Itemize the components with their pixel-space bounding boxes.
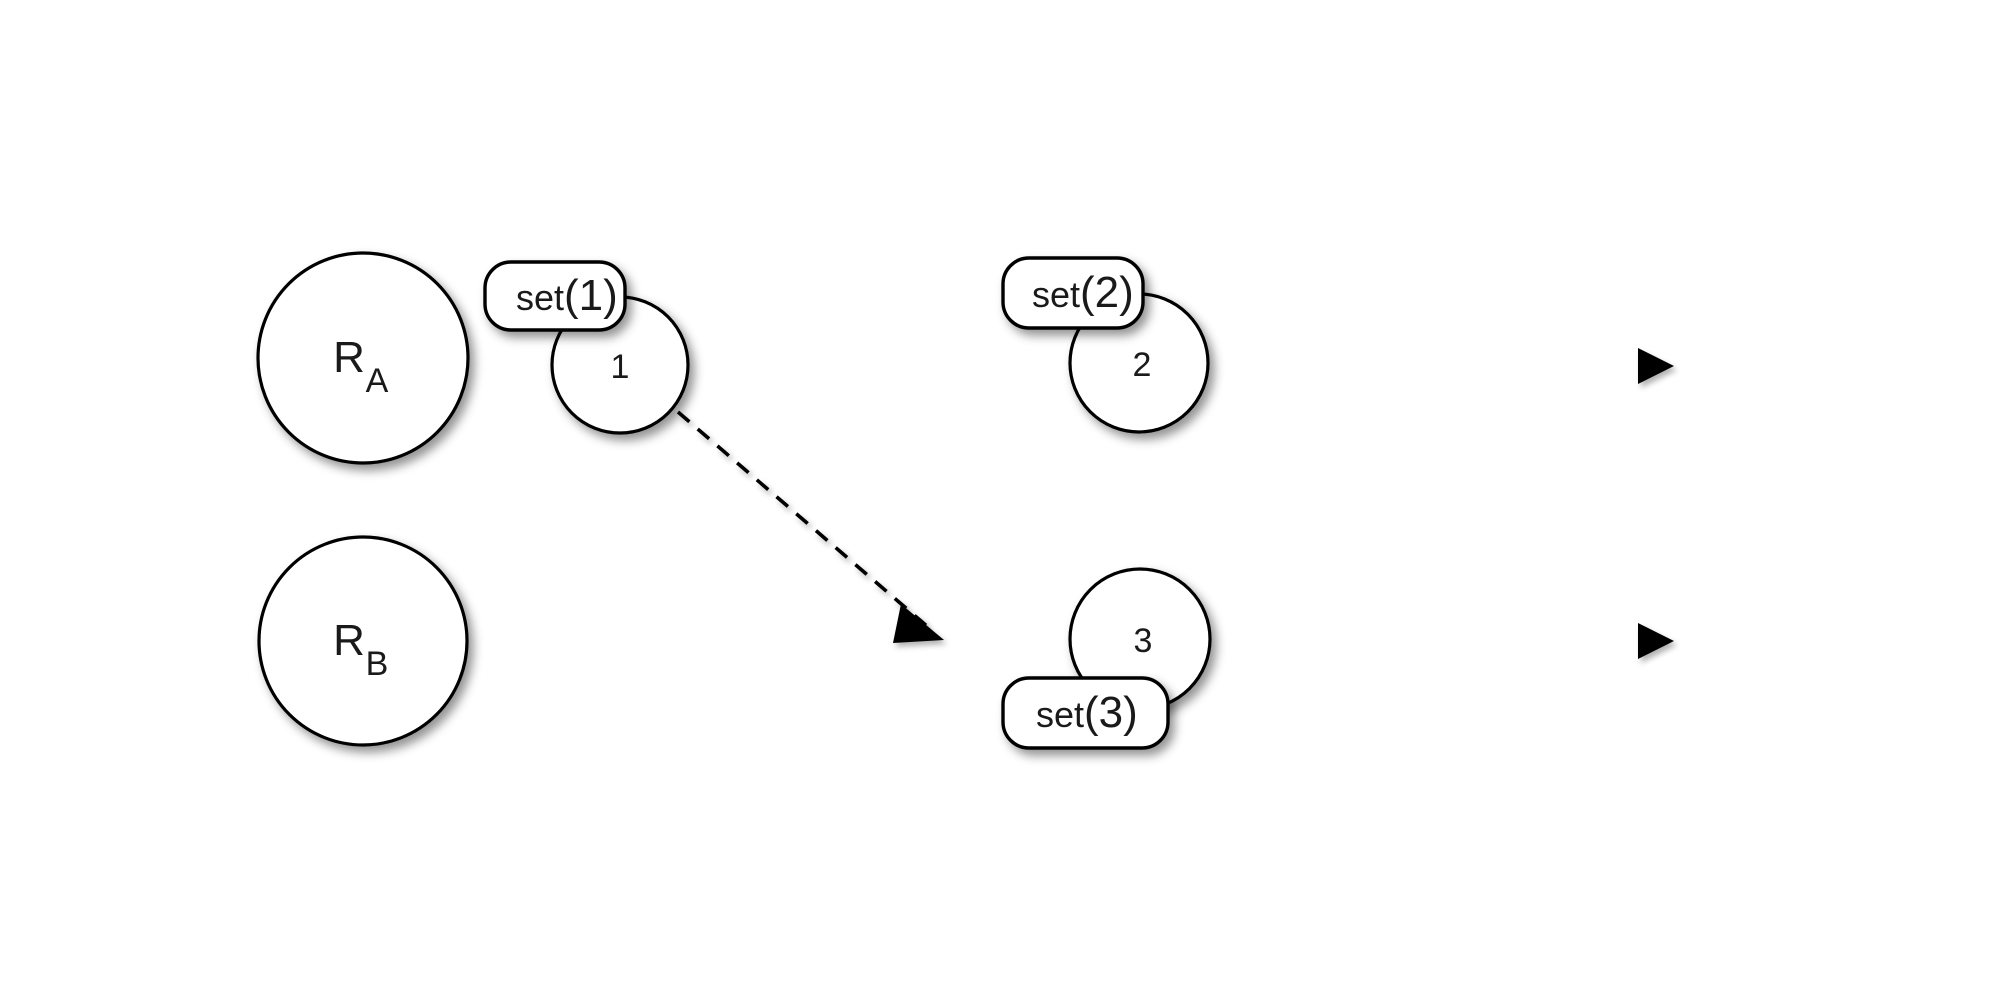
operation-label-set-2-box[interactable] (1001, 256, 1145, 330)
operation-label-set-3-text: set(3) (1036, 688, 1138, 737)
operation-label-set-1-box[interactable] (483, 260, 627, 332)
message-arrowhead-icon (893, 604, 944, 643)
operation-label-set-3[interactable]: set(3) (1001, 676, 1170, 750)
message-arrow-group (676, 410, 944, 643)
operation-label-set-3-prefix: set (1036, 694, 1084, 735)
event-node-3-number: 3 (1134, 622, 1153, 660)
operation-label-set-2[interactable]: set(2) (1001, 256, 1145, 330)
timeline-b-arrowhead-icon (1638, 623, 1674, 659)
operation-label-set-1-prefix: set (516, 277, 564, 318)
operation-label-set-1-arg: (1) (564, 271, 618, 320)
operation-label-set-2-prefix: set (1032, 274, 1080, 315)
operation-label-set-1[interactable]: set(1) (483, 260, 627, 332)
timeline-a-arrowhead-icon (1638, 348, 1674, 384)
event-node-2-number: 2 (1133, 346, 1152, 384)
operation-label-set-1-text: set(1) (516, 271, 618, 320)
message-arrow-line (676, 410, 930, 629)
event-node-3[interactable]: 3 (1068, 567, 1212, 711)
actor-rb[interactable]: R B (257, 535, 469, 747)
operation-label-set-3-arg: (3) (1084, 688, 1138, 737)
actor-rb-subscript-label: B (366, 645, 389, 683)
actor-ra-circle[interactable] (256, 251, 470, 465)
actor-rb-circle[interactable] (257, 535, 469, 747)
event-node-1-number: 1 (611, 348, 630, 386)
actor-rb-base-label: R (333, 616, 365, 665)
operation-label-set-2-text: set(2) (1032, 268, 1134, 317)
operation-label-set-3-box[interactable] (1001, 676, 1170, 750)
actor-ra[interactable]: R A (256, 251, 470, 465)
actor-ra-subscript-label: A (366, 362, 389, 400)
actor-ra-base-label: R (333, 333, 365, 382)
timeline-b-group (468, 623, 1674, 659)
operation-label-set-2-arg: (2) (1080, 268, 1134, 317)
